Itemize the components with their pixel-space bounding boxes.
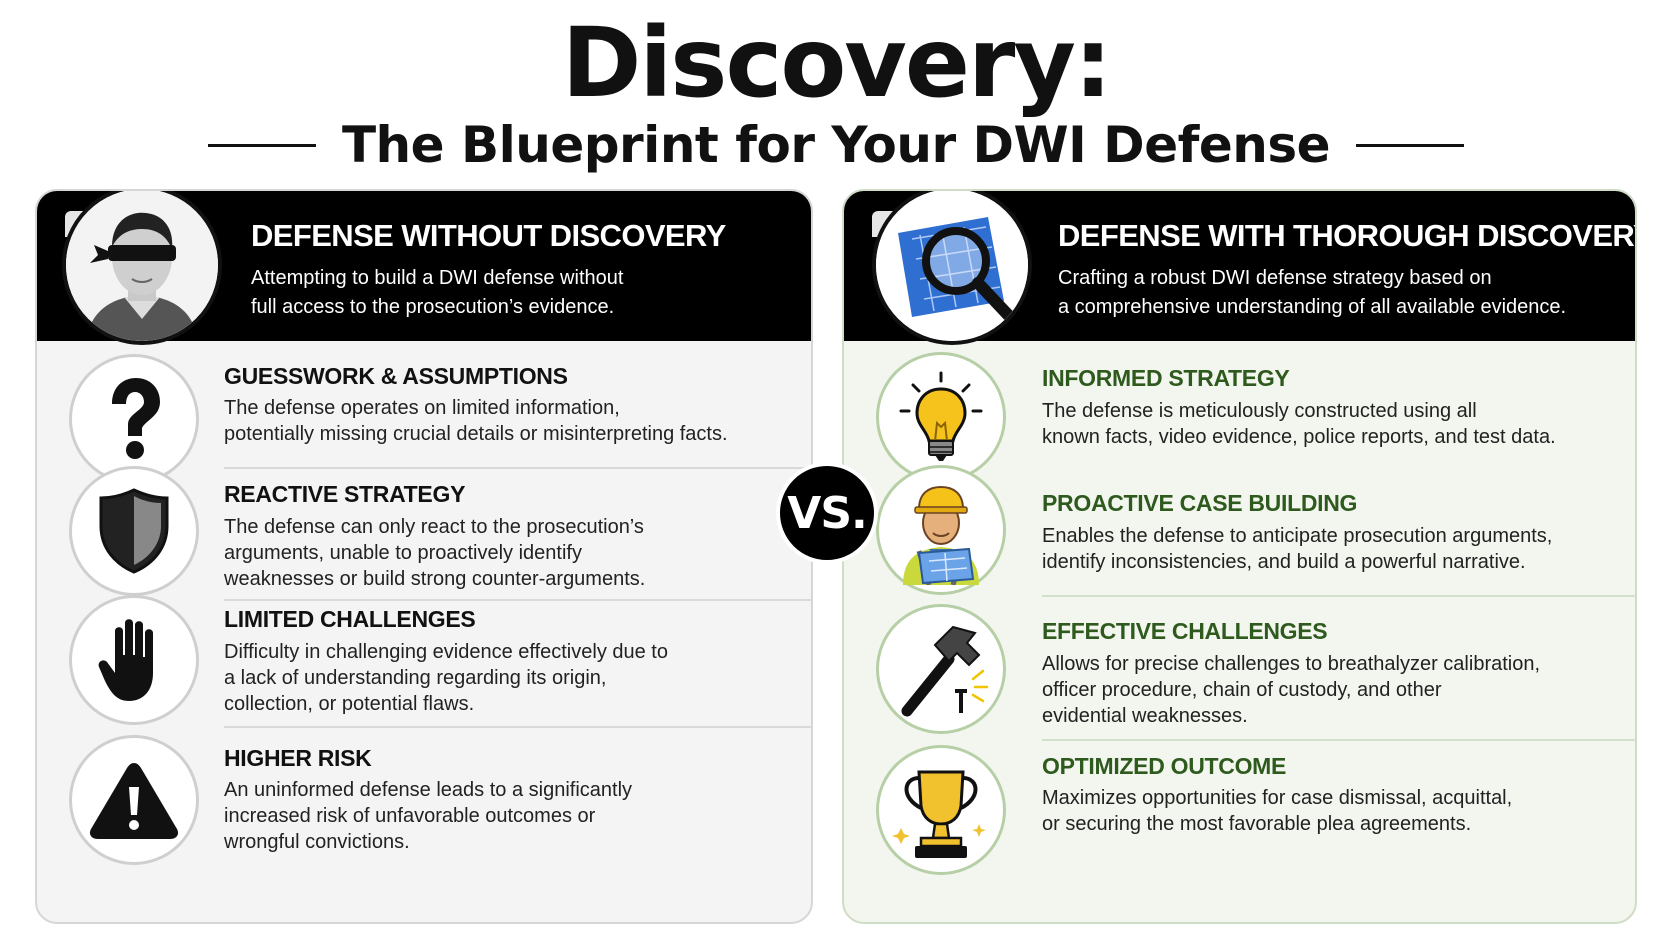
vs-badge: VS. — [776, 462, 878, 564]
page-subtitle: The Blueprint for Your DWI Defense — [341, 116, 1331, 174]
shield-icon — [69, 466, 199, 596]
divider — [1042, 595, 1635, 597]
divider — [224, 467, 811, 469]
item-text-line: Difficulty in challenging evidence effec… — [224, 641, 668, 663]
item-text-line: weaknesses or build strong counter-argum… — [224, 568, 646, 590]
item-title: REACTIVE STRATEGY — [224, 481, 466, 507]
divider — [1042, 739, 1635, 741]
hand-stop-icon — [69, 595, 199, 725]
builder-icon — [876, 465, 1006, 595]
item-text-line: known facts, video evidence, police repo… — [1042, 426, 1556, 448]
panel-desc-line: Attempting to build a DWI defense withou… — [251, 267, 624, 289]
item-text-line: increased risk of unfavorable outcomes o… — [224, 805, 596, 827]
item-title: HIGHER RISK — [224, 745, 372, 771]
item-text: Maximizes opportunities for case dismiss… — [1042, 785, 1512, 837]
item-title: INFORMED STRATEGY — [1042, 365, 1290, 391]
panel-desc-line: a comprehensive understanding of all ava… — [1058, 296, 1567, 318]
panel-title-left: DEFENSE WITHOUT DISCOVERY — [251, 218, 726, 253]
item-text: An uninformed defense leads to a signifi… — [224, 777, 632, 855]
item-text-line: The defense can only react to the prosec… — [224, 516, 644, 538]
item-title: LIMITED CHALLENGES — [224, 606, 476, 632]
item-text-line: The defense is meticulously constructed … — [1042, 400, 1477, 422]
panel-desc-line: Crafting a robust DWI defense strategy b… — [1058, 267, 1492, 289]
divider — [224, 599, 811, 601]
item-text-line: potentially missing crucial details or m… — [224, 423, 728, 445]
item-text: The defense operates on limited informat… — [224, 395, 728, 447]
warning-icon — [69, 735, 199, 865]
item-text-line: identify inconsistencies, and build a po… — [1042, 551, 1526, 573]
item-text: Difficulty in challenging evidence effec… — [224, 639, 668, 717]
subtitle-row: The Blueprint for Your DWI Defense — [0, 110, 1672, 180]
page-title: Discovery: — [561, 7, 1113, 119]
item-text: The defense is meticulously constructed … — [1042, 398, 1556, 450]
item-text: Allows for precise challenges to breatha… — [1042, 651, 1540, 729]
panel-without-discovery: DEFENSE WITHOUT DISCOVERY Attempting to … — [35, 189, 813, 924]
blindfolded-man-icon — [62, 191, 222, 345]
lightbulb-icon — [876, 352, 1006, 482]
panel-desc-right: Crafting a robust DWI defense strategy b… — [1058, 264, 1566, 322]
hammer-icon — [876, 604, 1006, 734]
divider — [224, 726, 811, 728]
item-text-line: arguments, unable to proactively identif… — [224, 542, 582, 564]
item-title: GUESSWORK & ASSUMPTIONS — [224, 363, 568, 389]
item-text: The defense can only react to the prosec… — [224, 514, 645, 592]
magnifier-blueprint-icon — [872, 191, 1032, 345]
item-title: EFFECTIVE CHALLENGES — [1042, 618, 1328, 644]
item-text-line: Allows for precise challenges to breatha… — [1042, 653, 1541, 675]
question-mark-icon — [69, 354, 199, 484]
item-text-line: wrongful convictions. — [224, 831, 410, 853]
item-text: Enables the defense to anticipate prosec… — [1042, 523, 1552, 575]
item-text-line: Enables the defense to anticipate prosec… — [1042, 525, 1553, 547]
panel-with-discovery: DEFENSE WITH THOROUGH DISCOVERY Crafting… — [842, 189, 1637, 924]
subtitle-rule-right — [1356, 143, 1465, 147]
trophy-icon — [876, 745, 1006, 875]
item-text-line: officer procedure, chain of custody, and… — [1042, 679, 1442, 701]
item-text-line: or securing the most favorable plea agre… — [1042, 813, 1472, 835]
item-title: PROACTIVE CASE BUILDING — [1042, 490, 1358, 516]
panel-title-right: DEFENSE WITH THOROUGH DISCOVERY — [1058, 218, 1637, 253]
item-text-line: The defense operates on limited informat… — [224, 397, 620, 419]
item-text-line: Maximizes opportunities for case dismiss… — [1042, 787, 1513, 809]
item-text-line: evidential weaknesses. — [1042, 705, 1248, 727]
item-title: OPTIMIZED OUTCOME — [1042, 753, 1287, 779]
item-text-line: collection, or potential flaws. — [224, 693, 475, 715]
item-text-line: An uninformed defense leads to a signifi… — [224, 779, 633, 801]
panel-desc-left: Attempting to build a DWI defense withou… — [251, 264, 623, 322]
item-text-line: a lack of understanding regarding its or… — [224, 667, 607, 689]
panel-desc-line: full access to the prosecution’s evidenc… — [251, 296, 615, 318]
subtitle-rule-left — [207, 143, 316, 147]
